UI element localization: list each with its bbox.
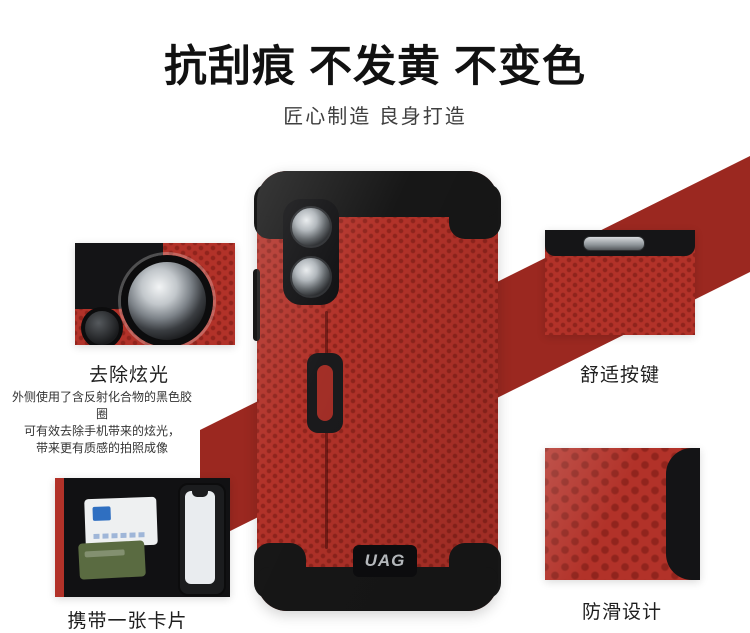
camera-lens-top bbox=[290, 206, 332, 249]
closeup-lens bbox=[121, 255, 213, 345]
camera-lens-bottom bbox=[290, 255, 332, 298]
volume-button bbox=[583, 236, 645, 251]
uag-logo: UAG bbox=[353, 545, 417, 577]
callout-label-glare: 去除炫光 bbox=[88, 365, 169, 386]
callout-photo-grip bbox=[545, 448, 700, 580]
closeup-lens-secondary bbox=[81, 307, 123, 345]
callout-photo-card bbox=[55, 478, 230, 597]
phone-screen bbox=[185, 491, 215, 584]
camera-module bbox=[283, 199, 339, 305]
glare-description-line: 外侧使用了含反射化合物的黑色胶圈 bbox=[11, 390, 192, 421]
phone-front bbox=[178, 483, 226, 596]
callout-label-card: 携带一张卡片 bbox=[67, 611, 188, 632]
uag-logo-text: UAG bbox=[364, 551, 406, 570]
callout-photo-buttons bbox=[545, 230, 695, 335]
product-photo-main: UAG bbox=[253, 171, 501, 611]
highlight bbox=[545, 448, 700, 580]
case-side-edge bbox=[666, 448, 700, 580]
card-white bbox=[84, 496, 158, 548]
folio-latch bbox=[307, 353, 343, 433]
side-buttons bbox=[253, 269, 260, 341]
folio-cover-edge bbox=[55, 478, 64, 597]
callout-label-grip: 防滑设计 bbox=[581, 602, 662, 623]
card-green bbox=[78, 540, 146, 580]
glare-description-line: 带来更有质感的拍照成像 bbox=[35, 441, 168, 455]
callout-photo-camera bbox=[75, 243, 235, 345]
page-title: 抗刮痕 不发黄 不变色 bbox=[164, 43, 586, 91]
card-chip bbox=[92, 506, 111, 521]
glare-description-line: 可有效去除手机带来的炫光， bbox=[23, 424, 180, 438]
callout-label-buttons: 舒适按键 bbox=[579, 365, 660, 386]
page-subtitle: 匠心制造 良身打造 bbox=[283, 106, 467, 128]
glare-description: 外侧使用了含反射化合物的黑色胶圈 可有效去除手机带来的炫光， 带来更有质感的拍照… bbox=[10, 389, 194, 457]
